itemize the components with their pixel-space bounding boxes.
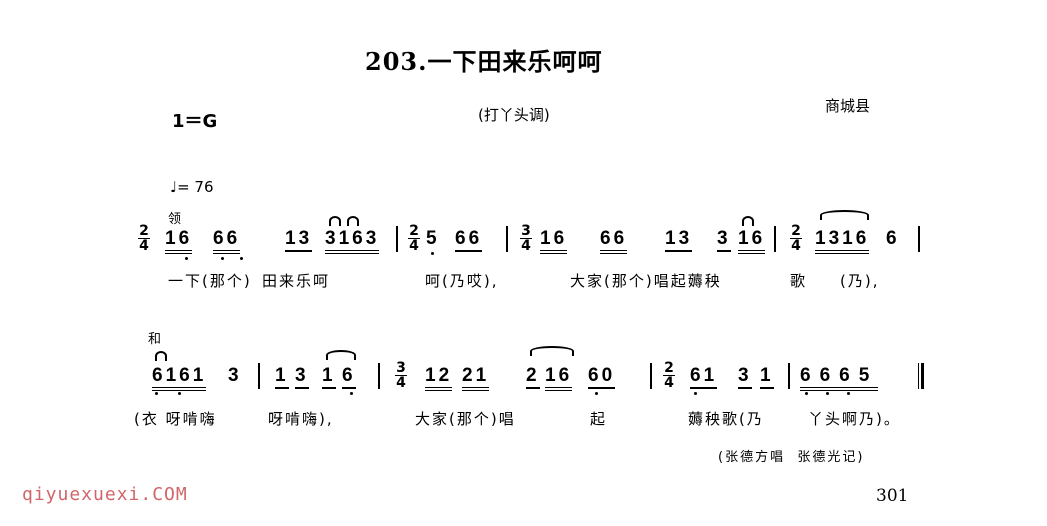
lyric: 丫头啊乃)。: [808, 410, 901, 428]
bar-line: [258, 363, 260, 389]
watermark-logo: qiyuexuexi.COM: [22, 484, 188, 505]
lyric: 歌: [790, 272, 808, 290]
song-title: 203.一下田来乐呵呵: [365, 47, 603, 76]
note: 6: [886, 228, 900, 249]
lyric: 大家(那个)唱起薅秧: [570, 272, 722, 290]
lyric: 大家(那个)唱: [415, 410, 516, 428]
octave-dot: [826, 392, 829, 395]
octave-dot: [178, 392, 181, 395]
note: 6: [342, 365, 356, 389]
slur: [326, 350, 356, 360]
bar-line: [774, 226, 776, 252]
octave-dot: [805, 392, 808, 395]
slur: [530, 346, 574, 356]
note-group: 12: [425, 365, 453, 391]
octave-dot: [431, 252, 434, 255]
note: 1: [275, 365, 289, 389]
credits: (张德方唱 张德光记): [718, 450, 865, 465]
octave-dot: [155, 392, 158, 395]
final-double-bar: [918, 363, 924, 389]
note: 1: [760, 365, 774, 389]
note-group: 6161: [152, 365, 207, 391]
note: 3: [717, 228, 731, 252]
octave-dot: [350, 392, 353, 395]
fermata-icon: [742, 216, 754, 226]
tempo-marking: ♩= 76: [170, 178, 214, 196]
note-group: 16: [545, 365, 573, 391]
lyric: 呀啃嗨),: [268, 410, 334, 428]
lyric: 一下(那个): [168, 272, 252, 290]
place-origin: 商城县: [825, 97, 871, 115]
note-group: 1316: [815, 228, 870, 254]
note-group: 61: [690, 365, 718, 389]
note-group: 21: [462, 365, 490, 391]
note-group: 60: [588, 365, 616, 389]
bar-line: [396, 226, 398, 252]
lyric: 起: [590, 410, 608, 428]
lyric: 田来乐呵: [262, 272, 331, 290]
page-number: 301: [876, 486, 909, 506]
bar-line: [378, 363, 380, 389]
lyric: 呵(乃哎),: [425, 272, 499, 290]
note: 2: [526, 365, 540, 389]
note: 5: [426, 228, 440, 249]
slur: [820, 210, 869, 220]
lyric: 薅秧歌(乃: [688, 410, 764, 428]
note: 3: [228, 365, 242, 386]
note: 3: [738, 365, 752, 389]
octave-dot: [595, 392, 598, 395]
lyric: (衣 呀啃嗨: [134, 410, 217, 428]
octave-dot: [221, 257, 224, 260]
note-group: 3163: [325, 228, 380, 254]
note-group: 16: [165, 228, 193, 254]
bar-line: [788, 363, 790, 389]
bar-line: [918, 226, 920, 252]
note: 1: [322, 365, 336, 389]
note-group: 13: [665, 228, 693, 252]
octave-dot: [847, 392, 850, 395]
fermata-icon: [347, 216, 359, 226]
fermata-icon: [155, 351, 167, 361]
note-group: 16: [738, 228, 766, 254]
note-group: 13: [285, 228, 313, 252]
bar-line: [650, 363, 652, 389]
note-group: 66: [213, 228, 241, 254]
note-group: 16: [540, 228, 568, 254]
octave-dot: [185, 257, 188, 260]
note: 3: [295, 365, 309, 389]
subtitle: (打丫头调): [478, 106, 550, 124]
lyric: (乃),: [840, 272, 880, 290]
bar-line: [506, 226, 508, 252]
note-group: 6665: [800, 365, 879, 391]
fermata-icon: [329, 216, 341, 226]
key-signature: 1＝G: [172, 111, 218, 132]
lead-mark: 领: [168, 212, 182, 227]
chorus-mark: 和: [148, 332, 162, 347]
note-group: 66: [455, 228, 483, 252]
note-group: 66: [600, 228, 628, 254]
octave-dot: [240, 257, 243, 260]
octave-dot: [694, 392, 697, 395]
